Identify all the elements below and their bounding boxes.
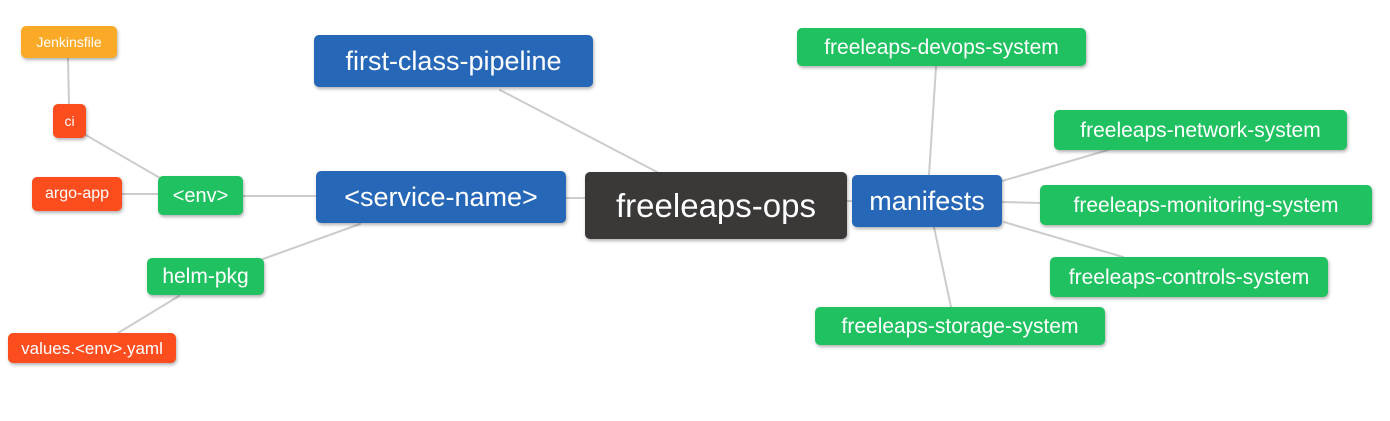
node-freeleaps-monitoring-system[interactable]: freeleaps-monitoring-system [1040, 185, 1372, 225]
node-freeleaps-storage-system[interactable]: freeleaps-storage-system [815, 307, 1105, 345]
node-jenkinsfile[interactable]: Jenkinsfile [21, 26, 117, 58]
node-values-env-yaml[interactable]: values.<env>.yaml [8, 333, 176, 363]
edge-manifests-monitoring [1001, 201, 1041, 204]
node-root-freeleaps-ops[interactable]: freeleaps-ops [585, 172, 847, 239]
node-freeleaps-controls-system[interactable]: freeleaps-controls-system [1050, 257, 1328, 297]
node-argo-app[interactable]: argo-app [32, 177, 122, 211]
edge-pipeline-root [499, 89, 658, 173]
node-freeleaps-network-system[interactable]: freeleaps-network-system [1054, 110, 1347, 150]
edge-manifests-storage [933, 226, 952, 308]
edge-values-helm-pkg [117, 295, 180, 334]
node-manifests[interactable]: manifests [852, 175, 1002, 227]
node-freeleaps-devops-system[interactable]: freeleaps-devops-system [797, 28, 1086, 66]
node-service-name[interactable]: <service-name> [316, 171, 566, 223]
edge-jenkinsfile-ci [67, 57, 70, 105]
edge-ci-env [83, 133, 161, 179]
node-env[interactable]: <env> [158, 176, 243, 215]
edge-helm-pkg-service-name [262, 223, 361, 260]
node-ci[interactable]: ci [53, 104, 86, 138]
edge-manifests-controls [1003, 221, 1124, 258]
node-helm-pkg[interactable]: helm-pkg [147, 258, 264, 295]
edge-manifests-network [1001, 149, 1109, 182]
node-first-class-pipeline[interactable]: first-class-pipeline [314, 35, 593, 87]
edge-manifests-devops [928, 66, 937, 176]
